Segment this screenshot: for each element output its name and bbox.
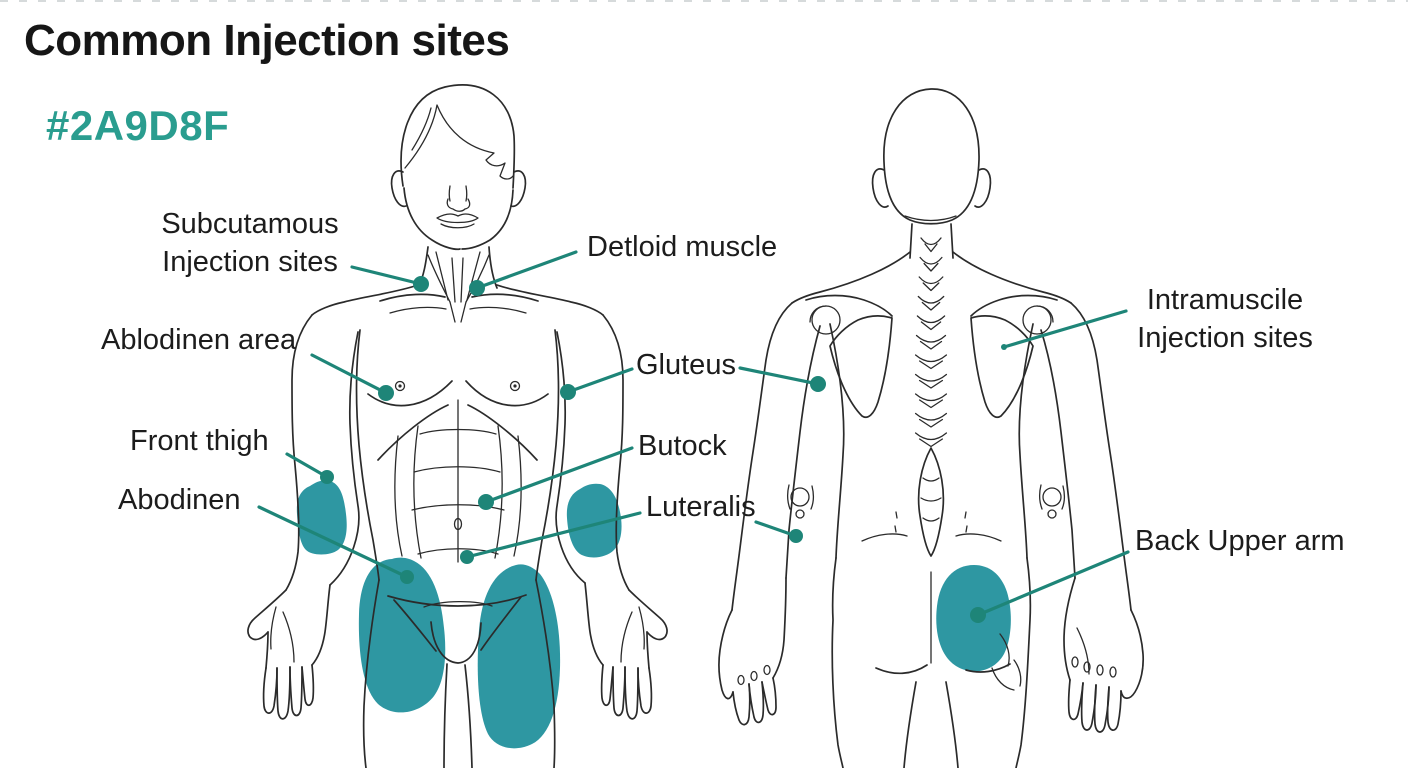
site-dot-gluteus-left (560, 384, 576, 400)
site-dot-gluteus-right (810, 376, 826, 392)
connector-back-upper-arm (970, 550, 1130, 623)
label-subcutaneous-line1: Subcutamous (161, 208, 339, 240)
label-lateralis: Luteralis (646, 491, 756, 523)
color-code-label: #2A9D8F (46, 102, 230, 149)
label-buttock: Butock (638, 430, 727, 462)
connector-buttock (478, 446, 634, 510)
site-dot-back-upper-arm (970, 607, 986, 623)
site-dot-front-thigh (320, 470, 334, 484)
patch-front-right-thigh (477, 564, 561, 749)
front-figure-illustration (247, 84, 668, 768)
spine-vertebrae (914, 237, 948, 448)
label-front-thigh: Front thigh (130, 425, 269, 457)
label-intramuscular-sites: Intramuscile Injection sites (1103, 282, 1347, 358)
connector-deltoid (469, 250, 578, 296)
back-figure-illustration (718, 88, 1145, 768)
site-dot-intramuscular (1001, 344, 1007, 350)
site-dot-abdomen-area (378, 385, 394, 401)
connector-abdomen-area (310, 353, 394, 401)
label-gluteus: Gluteus (636, 349, 736, 381)
patch-front-left-thigh (358, 557, 446, 713)
label-intramuscular-line1: Intramuscile (1146, 284, 1304, 316)
label-subcutaneous-sites: Subcutamous Injection sites (128, 206, 372, 282)
label-abdomen-area: Ablodinen area (101, 324, 297, 356)
site-dot-subcutaneous (413, 276, 429, 292)
label-deltoid-muscle: Detloid muscle (587, 231, 778, 263)
connector-lateralis-left (460, 511, 642, 564)
connector-lateralis-right (754, 520, 803, 543)
connector-gluteus-right (738, 366, 826, 392)
connector-intramuscular (1001, 309, 1128, 350)
connector-gluteus-left (560, 367, 634, 400)
site-dot-deltoid (469, 280, 485, 296)
label-subcutaneous-line2: Injection sites (162, 245, 338, 278)
injection-site-patches (296, 480, 1011, 749)
site-dot-lateralis-right (789, 529, 803, 543)
site-dot-lateralis-left (460, 550, 474, 564)
label-abodinen: Abodinen (118, 484, 241, 516)
connectors (257, 250, 1130, 623)
connector-subcutaneous (350, 265, 429, 292)
site-dot-abodinen (400, 570, 414, 584)
page-title: Common Injection sites (24, 16, 510, 65)
patch-front-right-forearm (566, 483, 622, 558)
site-dot-buttock (478, 494, 494, 510)
connector-abodinen (257, 505, 414, 584)
label-back-upper-arm: Back Upper arm (1135, 525, 1345, 557)
patch-front-left-forearm (296, 480, 347, 555)
label-intramuscular-line2: Injection sites (1137, 321, 1313, 354)
connector-front-thigh (285, 452, 334, 484)
